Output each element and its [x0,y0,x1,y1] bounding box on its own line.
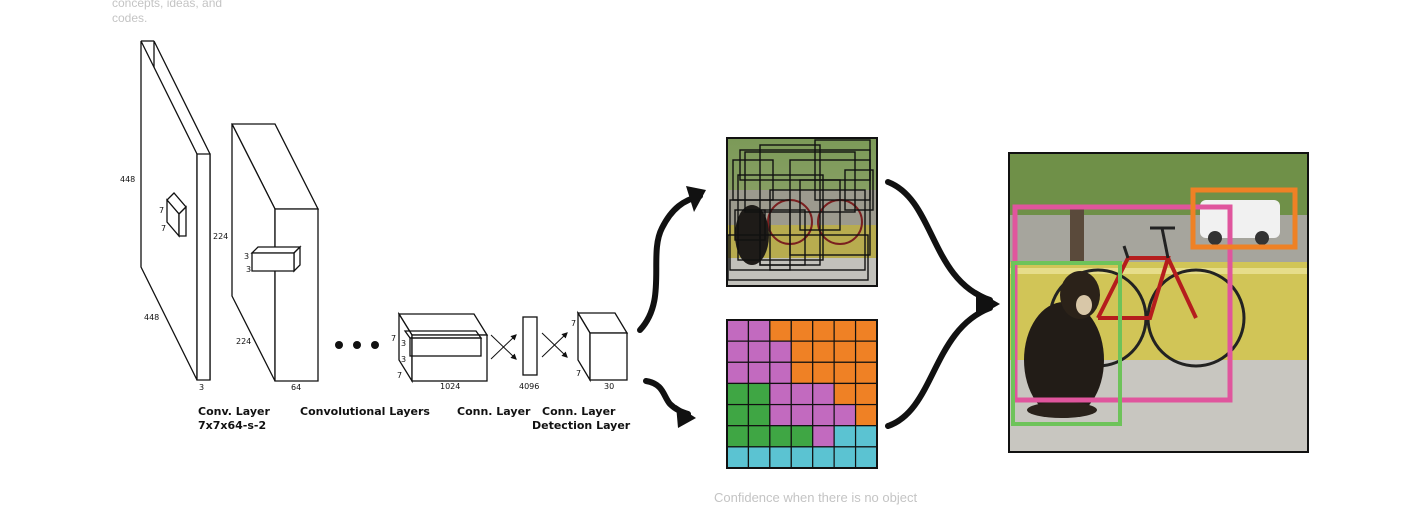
grid-cell [790,425,814,448]
conv-final-k1-label: 3 [401,339,406,348]
grid-cell [790,403,814,427]
detection-label-line2: Detection Layer [532,419,631,432]
conv-final-k2-label: 3 [401,355,406,364]
final-detections-image [1008,152,1309,453]
grid-cell [812,340,835,363]
grid-cell [812,382,835,406]
fc-size-label: 4096 [519,382,539,391]
grid-cell [854,403,878,427]
full-connection-arrows-2 [541,332,568,358]
grid-cell [790,319,814,342]
grid-cell [747,361,771,385]
convolutional-layers-label: Convolutional Layers [300,405,430,418]
conv2-kernel-h-label: 3 [244,252,249,261]
grid-cell [747,425,771,448]
grid-cell [790,382,814,406]
conv-layer-1-block [140,40,211,381]
grid-cell [726,425,750,448]
output-w-label: 7 [576,369,581,378]
merge-arrows-icon [885,179,1000,429]
grid-cell [833,425,857,448]
conv1-kernel-w-label: 7 [161,224,166,233]
grid-cell [790,340,814,363]
grid-cell [833,446,857,469]
conv2-height-label: 224 [213,232,228,241]
grid-cell [854,319,878,342]
grid-cell [747,382,771,406]
grid-cell [833,319,857,342]
conv-final-block [397,311,489,384]
grid-cell [812,403,835,427]
grid-cell [769,403,792,427]
grid-cell [769,446,792,469]
conv2-depth-label: 64 [291,383,301,392]
grid-cell [726,340,750,363]
class-probability-map [726,319,878,469]
grid-cell [833,361,857,385]
grid-cell [726,319,750,342]
ellipsis-dots [335,341,379,349]
conv-final-w-label: 7 [397,371,402,380]
conv-layer-2-block [230,123,320,382]
grid-cell [854,446,878,469]
grid-cell [790,446,814,469]
conv1-width-label: 448 [144,313,159,322]
grid-cell [790,361,814,385]
grid-cell [769,319,792,342]
grid-cell [747,340,771,363]
background-fragment-caption: Confidence when there is no object [714,490,918,505]
output-tensor-block [576,310,629,383]
background-fragment-text: concepts, ideas, and codes. [112,0,223,25]
conv1-label-line1: Conv. Layer [198,405,270,418]
grid-cell [854,361,878,385]
grid-cell [769,425,792,448]
grid-cell [726,403,750,427]
grid-cell [833,403,857,427]
output-depth-label: 30 [604,382,614,391]
conv-final-h-label: 7 [391,334,396,343]
grid-cell [833,340,857,363]
conv1-depth-label: 3 [199,383,204,392]
grid-cell [747,319,771,342]
conv-final-depth-label: 1024 [440,382,460,391]
conn-layer-label: Conn. Layer [457,405,531,418]
grid-cell [726,382,750,406]
car-bounding-box [1190,187,1298,250]
grid-cell [769,382,792,406]
curved-arrow-up-icon [637,193,703,333]
grid-cell [812,319,835,342]
conv1-label-line2: 7x7x64-s-2 [198,419,266,432]
grid-cell [854,340,878,363]
grid-cell [812,361,835,385]
full-connection-arrows-1 [490,334,517,360]
grid-cell [769,361,792,385]
grid-cell [726,446,750,469]
detection-label-line1: Conn. Layer [542,405,616,418]
output-h-label: 7 [571,319,576,328]
grid-cell [726,361,750,385]
grid-cell [812,446,835,469]
conv2-kernel-w-label: 3 [246,265,251,274]
grid-cell [833,382,857,406]
grid-cell [769,340,792,363]
fc-layer-block [522,316,538,376]
grid-cell [747,403,771,427]
grid-cell [812,425,835,448]
conv1-height-label: 448 [120,175,135,184]
bounding-box-proposals-image [726,137,878,287]
grid-cell [747,446,771,469]
grid-cell [854,382,878,406]
grid-cell [854,425,878,448]
dog-bounding-box [1011,261,1122,426]
conv1-kernel-h-label: 7 [159,206,164,215]
conv2-width-label: 224 [236,337,251,346]
